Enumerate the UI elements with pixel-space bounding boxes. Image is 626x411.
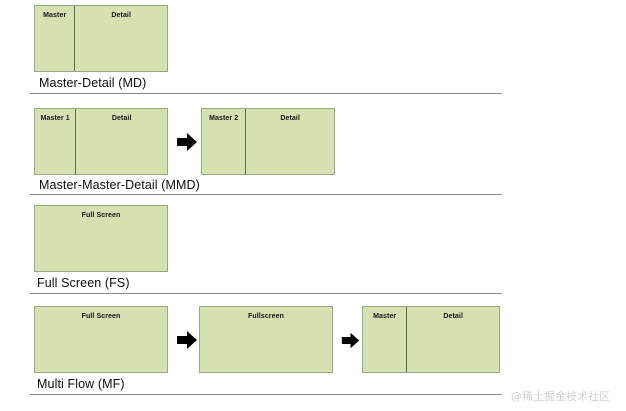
mf-screen-box-2: Fullscreen [199, 306, 333, 373]
fs-fullscreen-pane: Full Screen [35, 206, 167, 271]
mf-rule [30, 394, 502, 395]
mmd-rule [30, 194, 502, 195]
mf-caption: Multi Flow (MF) [37, 377, 125, 391]
fs-fullscreen-label: Full Screen [81, 212, 121, 219]
mmd-detail1-label: Detail [111, 115, 132, 122]
mmd-caption: Master-Master-Detail (MMD) [39, 178, 200, 192]
mf-fullscreen2-label: Fullscreen [247, 313, 284, 320]
mmd-master1-pane: Master 1 [35, 109, 75, 174]
mf-screen-box-1: Full Screen [34, 306, 168, 373]
md-caption: Master-Detail (MD) [39, 76, 147, 90]
mf-fullscreen1-pane: Full Screen [35, 307, 167, 372]
mf-fullscreen1-label: Full Screen [81, 313, 121, 320]
mmd-master1-label: Master 1 [40, 115, 70, 122]
mmd-detail2-pane: Detail [245, 109, 334, 174]
fs-rule [30, 293, 502, 294]
fs-screen-box: Full Screen [34, 205, 168, 272]
mmd-screen-box-2: Master 2 Detail [201, 108, 335, 175]
mf-master-pane: Master [363, 307, 406, 372]
mmd-master2-label: Master 2 [209, 115, 239, 122]
mf-detail-label: Detail [443, 313, 464, 320]
mf-screen-box-3: Master Detail [362, 306, 500, 373]
mmd-detail2-label: Detail [280, 115, 300, 122]
mmd-master2-pane: Master 2 [202, 109, 245, 174]
mmd-screen-box-1: Master 1 Detail [34, 108, 168, 175]
mf-detail-pane: Detail [406, 307, 499, 372]
mf-master-label: Master [373, 313, 397, 320]
fs-caption: Full Screen (FS) [37, 276, 130, 290]
mf-arrow-2-icon [341, 332, 360, 349]
md-rule [30, 93, 502, 94]
mmd-arrow-1-icon [177, 133, 197, 151]
mf-fullscreen2-pane: Fullscreen [200, 307, 332, 372]
mf-arrow-1-icon [177, 331, 197, 349]
watermark-text: @稀土掘金技术社区 [511, 390, 610, 403]
mmd-detail1-pane: Detail [75, 109, 167, 174]
md-detail-pane: Detail [74, 6, 167, 71]
md-master-pane: Master [35, 6, 74, 71]
md-master-label: Master [43, 12, 67, 19]
md-screen-box: Master Detail [34, 5, 168, 72]
md-detail-label: Detail [111, 12, 132, 19]
